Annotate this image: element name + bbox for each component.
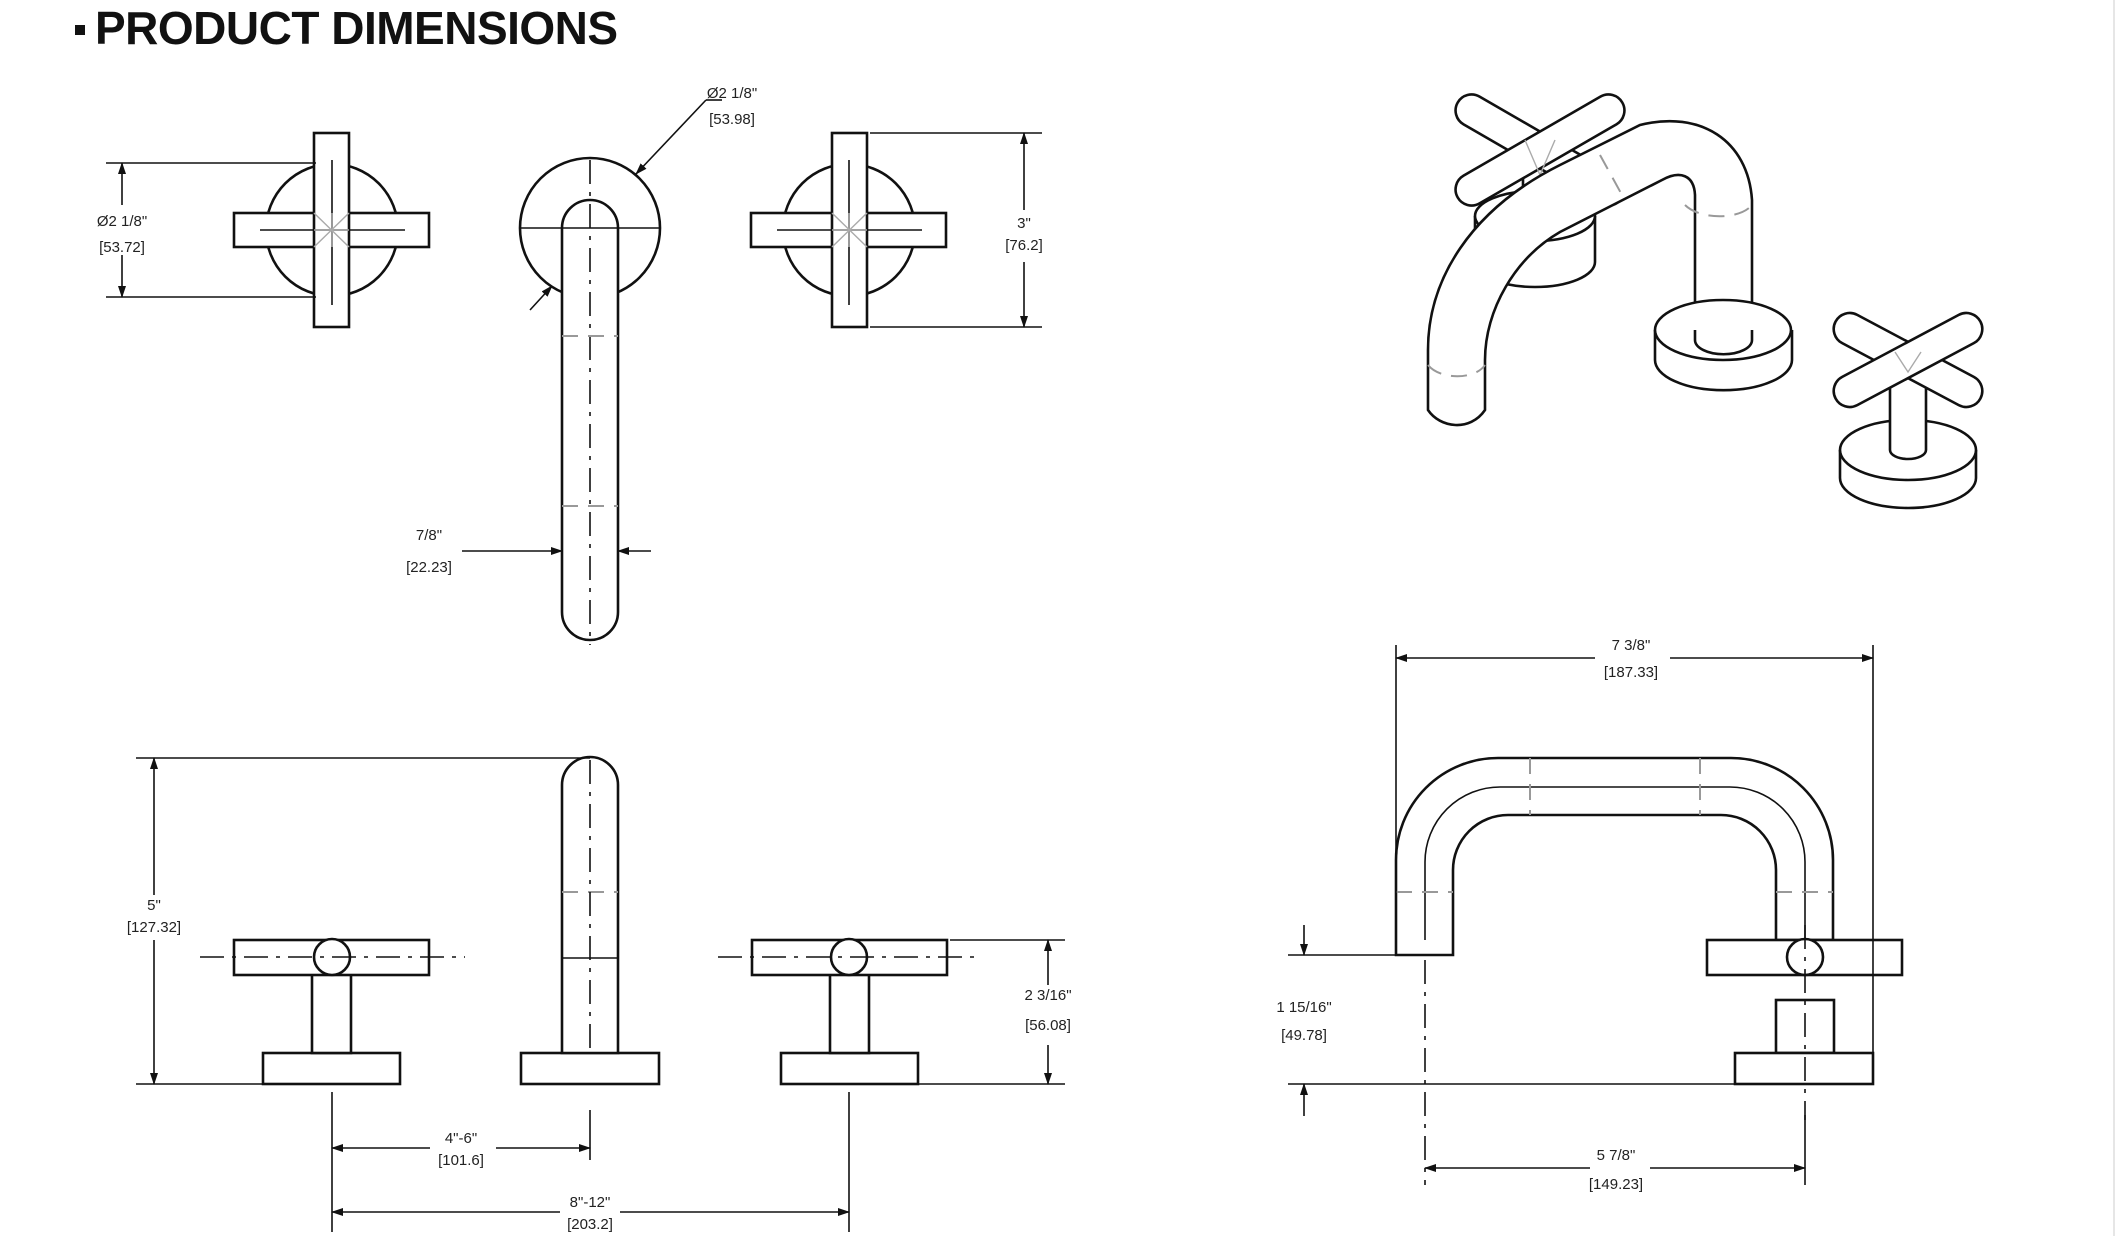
dim-imperial: 5" bbox=[147, 897, 161, 914]
dim-overall-height: 5" [127.32] bbox=[127, 897, 181, 936]
dim-metric: [22.23] bbox=[406, 559, 452, 576]
dim-spout-clearance: 1 15/16" [49.78] bbox=[1276, 999, 1331, 1044]
dim-spout-width: 7/8" [22.23] bbox=[406, 527, 452, 576]
dim-metric: [49.78] bbox=[1281, 1027, 1327, 1044]
iso-spout bbox=[1426, 119, 1794, 427]
front-view bbox=[136, 755, 1065, 1232]
front-left-handle bbox=[200, 937, 465, 1086]
dim-metric: [101.6] bbox=[438, 1152, 484, 1169]
dim-spread: 8"-12" [203.2] bbox=[567, 1194, 613, 1233]
dim-imperial: 1 15/16" bbox=[1276, 999, 1331, 1016]
isometric-view bbox=[1426, 93, 1984, 510]
top-left-handle bbox=[232, 131, 431, 329]
dim-spout-reach: 7 3/8" [187.33] bbox=[1604, 637, 1658, 681]
dim-spout-dia: Ø2 1/8" [53.98] bbox=[707, 85, 757, 128]
bullet-icon bbox=[75, 25, 85, 35]
top-right-handle bbox=[749, 131, 948, 329]
top-view bbox=[106, 99, 1042, 645]
section-header: PRODUCT DIMENSIONS bbox=[75, 0, 618, 56]
side-view bbox=[1288, 645, 1904, 1185]
dim-imperial: Ø2 1/8" bbox=[707, 85, 757, 102]
dim-metric: [53.98] bbox=[709, 111, 755, 128]
page-title: PRODUCT DIMENSIONS bbox=[95, 2, 618, 54]
dim-metric: [76.2] bbox=[1005, 237, 1043, 254]
dim-spout-projection: 5 7/8" [149.23] bbox=[1589, 1147, 1643, 1193]
dim-metric: [53.72] bbox=[99, 239, 145, 256]
dim-metric: [127.32] bbox=[127, 919, 181, 936]
dim-imperial: Ø2 1/8" bbox=[97, 213, 147, 230]
dim-metric: [203.2] bbox=[567, 1216, 613, 1233]
dim-metric: [56.08] bbox=[1025, 1017, 1071, 1034]
dim-imperial: 7 3/8" bbox=[1612, 637, 1651, 654]
dim-imperial: 4"-6" bbox=[445, 1130, 477, 1147]
dim-handle-dia: Ø2 1/8" [53.72] bbox=[97, 213, 147, 256]
front-spout bbox=[519, 755, 661, 1086]
dim-metric: [149.23] bbox=[1589, 1176, 1643, 1193]
dim-imperial: 2 3/16" bbox=[1024, 987, 1071, 1004]
dim-imperial: 7/8" bbox=[416, 527, 442, 544]
dim-imperial: 3" bbox=[1017, 215, 1031, 232]
dim-imperial: 8"-12" bbox=[570, 1194, 611, 1211]
dim-handle-span: 3" [76.2] bbox=[1005, 215, 1043, 254]
dim-handle-height: 2 3/16" [56.08] bbox=[1024, 987, 1071, 1034]
dim-imperial: 5 7/8" bbox=[1597, 1147, 1636, 1164]
front-right-handle bbox=[718, 937, 980, 1086]
iso-right-handle bbox=[1832, 311, 1984, 510]
top-spout bbox=[518, 156, 662, 645]
dim-metric: [187.33] bbox=[1604, 664, 1658, 681]
dim-center-to-handle: 4"-6" [101.6] bbox=[438, 1130, 484, 1169]
page-edge bbox=[2113, 0, 2115, 1236]
